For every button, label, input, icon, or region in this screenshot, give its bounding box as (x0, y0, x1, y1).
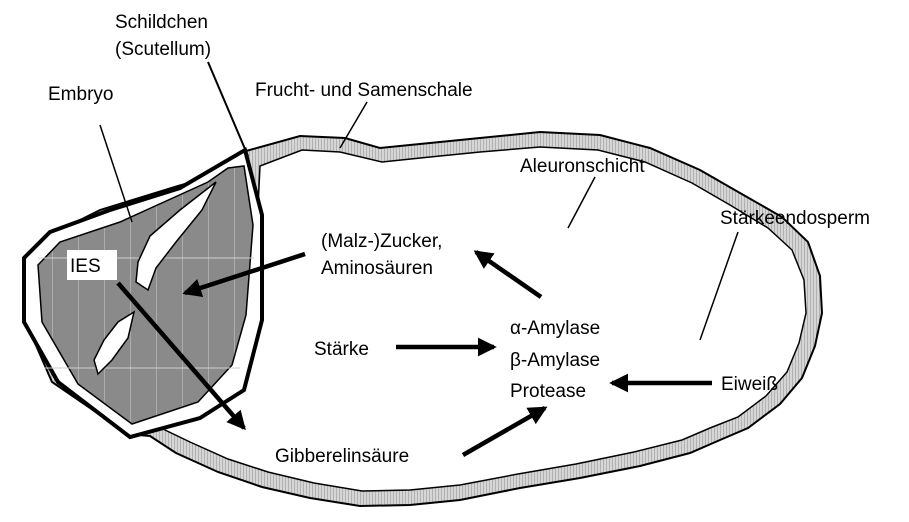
label-aleuron: Aleuronschicht (520, 156, 645, 177)
label-gibberelinsaeure: Gibberelinsäure (275, 446, 409, 467)
label-staerke: Stärke (314, 339, 369, 360)
leader-schildchen (208, 62, 248, 156)
label-eiweiss: Eiweiß (721, 374, 778, 395)
label-staerkeendosperm: Stärkeendosperm (720, 208, 870, 229)
label-zucker-line2: Aminosäuren (321, 258, 433, 279)
label-schildchen-line1: Schildchen (115, 12, 208, 33)
label-fruchtschale: Frucht- und Samenschale (255, 80, 473, 101)
label-schildchen-line2: (Scutellum) (115, 39, 211, 60)
label-zucker-line1: (Malz-)Zucker, (321, 231, 442, 252)
label-alpha-amylase: α-Amylase (510, 318, 600, 339)
label-protease: Protease (510, 381, 586, 402)
label-embryo: Embryo (48, 84, 113, 105)
label-beta-amylase: β-Amylase (510, 350, 600, 371)
label-ies: IES (70, 256, 101, 277)
